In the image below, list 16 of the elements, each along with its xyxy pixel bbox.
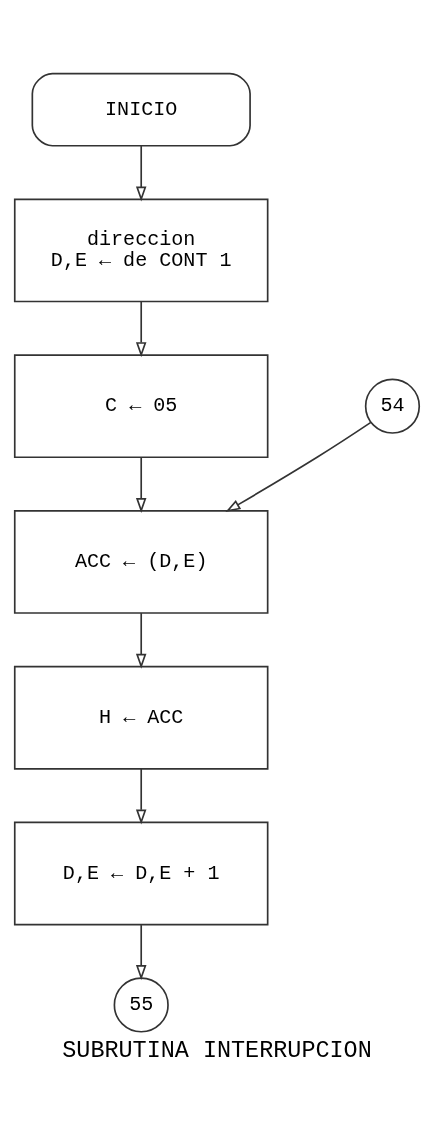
arrow — [135, 144, 147, 202]
node-box: H ← ACC — [13, 665, 269, 770]
node-box: C ← 05 — [13, 353, 269, 458]
caption: SUBRUTINA INTERRUPCION — [62, 1036, 372, 1064]
arrow — [135, 923, 147, 980]
arrow — [135, 300, 147, 357]
node-circle: 55 — [113, 976, 169, 1033]
arrow — [135, 611, 147, 669]
arrow — [135, 456, 147, 513]
node-box: ACC ← (D,E) — [13, 509, 269, 614]
arrow — [225, 421, 372, 512]
node-box: D,E ← D,E + 1 — [13, 821, 269, 925]
node-box: INICIO — [31, 72, 251, 147]
node-circle: 54 — [364, 378, 421, 434]
arrow — [135, 767, 147, 825]
node-box: direccion D,E ← de CONT 1 — [13, 198, 269, 302]
